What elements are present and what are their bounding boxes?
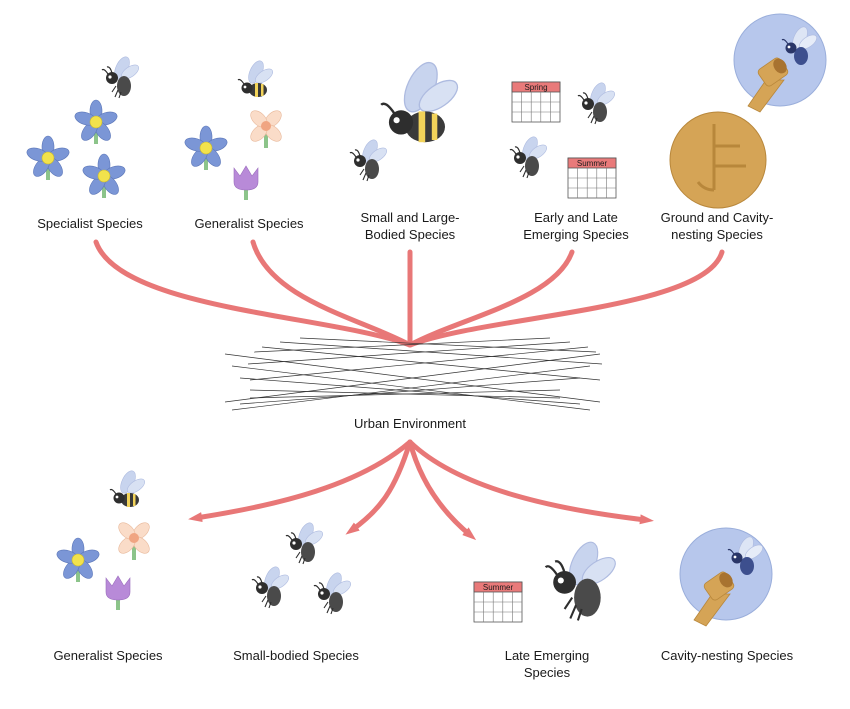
nesting-illustration: [669, 13, 827, 209]
bottom-label-generalist: Generalist Species: [53, 648, 163, 663]
bee-icon: [109, 468, 148, 508]
blue-flower-icon: [72, 99, 120, 145]
calendar-icon: Summer: [567, 157, 617, 199]
bee-icon: [237, 58, 276, 98]
arrow-icon: [188, 439, 413, 523]
nest-circle-icon: [733, 13, 827, 113]
calendar-label: Summer: [483, 583, 514, 592]
arrow-icon: [407, 439, 654, 525]
arrow-icon: [93, 239, 413, 348]
bee-icon: [544, 536, 621, 622]
specialist-illustration: [24, 53, 142, 199]
top-label-specialist: Specialist Species: [37, 216, 143, 231]
top-label-body-size: Small and Large-Bodied Species: [361, 210, 460, 242]
tulip-icon: [233, 165, 259, 201]
small-bodied-illustration: [251, 519, 354, 615]
arrow-icon: [407, 439, 477, 541]
bee-icon: [313, 569, 354, 615]
bee-icon: [577, 79, 618, 125]
bee-icon: [509, 133, 550, 179]
center-label: Urban Environment: [354, 416, 466, 431]
cavity-nesting-illustration: [679, 527, 773, 627]
urban-grid-icon: [224, 337, 603, 411]
calendar-label: Summer: [577, 159, 608, 168]
bee-icon: [251, 563, 292, 609]
blue-flower-icon: [54, 537, 102, 583]
bee-icon: [101, 53, 142, 99]
arrow-icon: [250, 239, 413, 348]
peach-flower-icon: [115, 519, 153, 561]
calendar-label: Spring: [524, 83, 547, 92]
bottom-label-cavity-nesting: Cavity-nesting Species: [661, 648, 794, 663]
emergence-illustration: Spring Summer: [509, 79, 618, 199]
blue-flower-icon: [182, 125, 230, 171]
generalist-bottom-illustration: [54, 468, 153, 611]
arrow-icon: [407, 249, 575, 348]
bee-icon: [285, 519, 326, 565]
peach-flower-icon: [247, 107, 285, 149]
converging-arrows: [93, 239, 725, 348]
calendar-icon: Summer: [473, 581, 523, 623]
bottom-label-small-bodied: Small-bodied Species: [233, 648, 359, 663]
bee-icon: [349, 136, 390, 182]
arrow-icon: [345, 439, 413, 535]
top-label-generalist: Generalist Species: [194, 216, 304, 231]
arrow-icon: [407, 249, 725, 348]
top-label-nesting: Ground and Cavity-nesting Species: [661, 210, 774, 242]
bee-icon: [379, 56, 464, 144]
ground-nest-icon: [669, 111, 767, 209]
nest-circle-icon: [679, 527, 773, 627]
late-emerging-illustration: Summer: [473, 536, 621, 623]
generalist-top-illustration: [182, 58, 285, 201]
tulip-icon: [105, 575, 131, 611]
blue-flower-icon: [80, 153, 128, 199]
diverging-arrows: [188, 439, 654, 541]
calendar-icon: Spring: [511, 81, 561, 123]
blue-flower-icon: [24, 135, 72, 181]
body-size-illustration: [349, 56, 464, 182]
